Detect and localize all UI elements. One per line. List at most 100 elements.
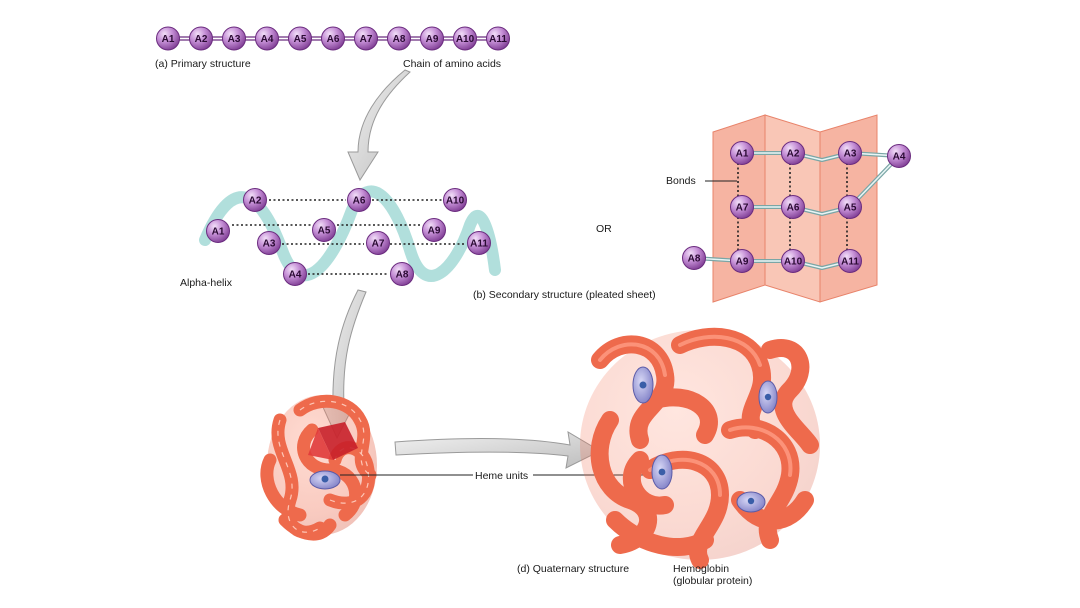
helix-hbonds xyxy=(232,199,466,275)
amino-acid-bead: A10 xyxy=(443,188,467,212)
amino-acid-label: A8 xyxy=(688,254,701,265)
amino-acid-bead: A4 xyxy=(255,26,279,51)
amino-acid-circle xyxy=(781,249,805,273)
amino-acid-bead: A11 xyxy=(467,231,491,255)
amino-acid-circle xyxy=(387,26,411,51)
amino-acid-bead: A8 xyxy=(682,246,706,270)
hemoglobin-heme-units xyxy=(632,366,778,513)
amino-acid-bead: A2 xyxy=(243,188,267,212)
hemoglobin-label: Hemoglobin xyxy=(673,563,729,575)
amino-acid-circle xyxy=(887,144,911,168)
amino-acid-circle xyxy=(420,26,444,51)
amino-acid-label: A9 xyxy=(428,226,441,237)
amino-acid-label: A1 xyxy=(736,149,749,160)
amino-acid-label: A3 xyxy=(844,149,857,160)
amino-acid-circle xyxy=(838,141,862,165)
amino-acid-label: A6 xyxy=(787,203,800,214)
amino-acid-bead: A8 xyxy=(387,26,411,51)
amino-acid-circle xyxy=(422,218,446,242)
helix-ribbon xyxy=(199,185,501,282)
arrow-tertiary-to-quaternary xyxy=(394,431,602,469)
quaternary-structure-label: (d) Quaternary structure xyxy=(517,563,629,575)
amino-acid-label: A8 xyxy=(396,270,409,281)
amino-acid-label: A4 xyxy=(289,270,302,281)
or-label: OR xyxy=(596,223,612,235)
amino-acid-bead: A11 xyxy=(838,249,862,273)
amino-acid-label: A4 xyxy=(893,152,906,163)
amino-acid-label: A2 xyxy=(195,34,208,45)
amino-acid-label: A11 xyxy=(470,239,488,250)
amino-acid-bead: A9 xyxy=(420,26,444,51)
amino-acid-circle xyxy=(730,141,754,165)
amino-acid-label: A9 xyxy=(736,257,749,268)
amino-acid-label: A6 xyxy=(327,34,340,45)
amino-acid-label: A7 xyxy=(736,203,749,214)
sheet-hbonds xyxy=(737,163,848,251)
amino-acid-circle xyxy=(781,141,805,165)
amino-acid-circle xyxy=(243,188,267,212)
amino-acid-label: A6 xyxy=(353,196,366,207)
amino-acid-label: A11 xyxy=(841,257,859,268)
amino-acid-circle xyxy=(453,26,477,51)
amino-acid-label: A1 xyxy=(212,227,225,238)
amino-acid-bead: A5 xyxy=(288,26,312,51)
amino-acid-bead: A4 xyxy=(283,262,307,286)
amino-acid-label: A10 xyxy=(784,257,803,268)
amino-acid-circle xyxy=(347,188,371,212)
hemoglobin-molecule xyxy=(580,327,820,569)
amino-acid-circle xyxy=(486,26,510,51)
amino-acid-circle xyxy=(838,195,862,219)
amino-acid-bead: A3 xyxy=(257,231,281,255)
heme-units-label: Heme units xyxy=(475,470,528,482)
amino-acid-bead: A7 xyxy=(366,231,390,255)
amino-acid-label: A3 xyxy=(263,239,276,250)
amino-acid-circle xyxy=(222,26,246,51)
amino-acid-circle xyxy=(283,262,307,286)
amino-acid-circle xyxy=(730,249,754,273)
amino-acid-bead: A1 xyxy=(730,141,754,165)
amino-acid-bead: A3 xyxy=(838,141,862,165)
amino-acid-label: A9 xyxy=(426,34,439,45)
amino-acid-circle xyxy=(682,246,706,270)
amino-acid-bead: A11 xyxy=(486,26,510,51)
amino-acid-bead: A1 xyxy=(156,26,180,51)
amino-acid-circle xyxy=(390,262,414,286)
arrow-primary-to-secondary xyxy=(347,69,411,182)
amino-acid-bead: A6 xyxy=(347,188,371,212)
amino-acid-bead: A9 xyxy=(422,218,446,242)
amino-acid-bead: A7 xyxy=(354,26,378,51)
amino-acid-bead: A6 xyxy=(321,26,345,51)
amino-acid-label: A10 xyxy=(446,196,465,207)
amino-acid-circle xyxy=(730,195,754,219)
amino-acid-label: A10 xyxy=(456,34,475,45)
amino-acid-bead: A2 xyxy=(189,26,213,51)
chain-of-amino-acids-label: Chain of amino acids xyxy=(403,58,501,70)
amino-acid-circle xyxy=(781,195,805,219)
amino-acid-label: A5 xyxy=(318,226,331,237)
amino-acid-label: A11 xyxy=(489,34,507,45)
alpha-helix-label: Alpha-helix xyxy=(180,277,233,289)
amino-acid-bead: A4 xyxy=(887,144,911,168)
globular-protein-label: (globular protein) xyxy=(673,575,752,587)
amino-acid-label: A7 xyxy=(360,34,373,45)
amino-acid-bead: A3 xyxy=(222,26,246,51)
primary-structure-label: (a) Primary structure xyxy=(155,58,251,70)
amino-acid-circle xyxy=(288,26,312,51)
amino-acid-circle xyxy=(467,231,491,255)
amino-acid-circle xyxy=(838,249,862,273)
amino-acid-circle xyxy=(312,218,336,242)
amino-acid-bead: A6 xyxy=(781,195,805,219)
amino-acid-label: A3 xyxy=(228,34,241,45)
amino-acid-label: A2 xyxy=(249,196,262,207)
amino-acid-circle xyxy=(206,219,230,243)
amino-acid-circle xyxy=(156,26,180,51)
amino-acid-circle xyxy=(257,231,281,255)
amino-acid-bead: A7 xyxy=(730,195,754,219)
amino-acid-bead: A5 xyxy=(838,195,862,219)
amino-acid-label: A7 xyxy=(372,239,385,250)
amino-acid-label: A2 xyxy=(787,149,800,160)
